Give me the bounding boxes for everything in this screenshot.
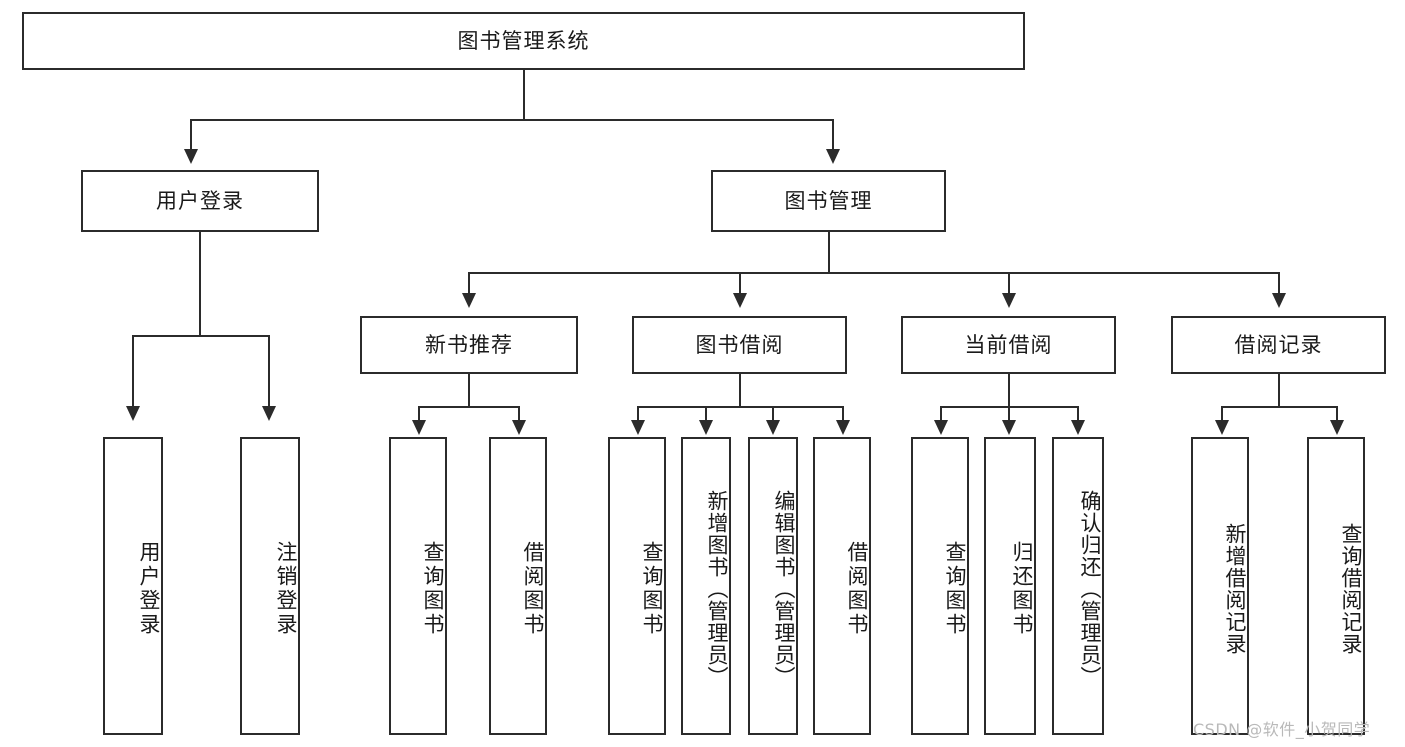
node-leaf-add-book[interactable]: 新增图书（管理员） — [681, 437, 731, 735]
connector-nbr-drop-1 — [418, 406, 420, 422]
node-root[interactable]: 图书管理系统 — [22, 12, 1025, 70]
connector-bm-drop-new-book — [468, 272, 470, 295]
node-leaf-confirm-return[interactable]: 确认归还（管理员） — [1052, 437, 1104, 735]
arrowhead-leaf-edit-book — [766, 420, 780, 435]
node-leaf-query-record[interactable]: 查询借阅记录 — [1307, 437, 1365, 735]
node-current-borrow[interactable]: 当前借阅 — [901, 316, 1116, 374]
connector-root-to-book-manage — [832, 119, 834, 151]
connector-user-login-drop-1 — [132, 335, 134, 408]
connector-nbr-bus — [418, 406, 520, 408]
connector-book-manage-stem — [828, 232, 830, 274]
connector-cb-stem — [1008, 374, 1010, 407]
node-leaf-user-login-label: 用户登录 — [137, 541, 161, 637]
connector-br-bus — [1221, 406, 1338, 408]
node-current-borrow-label: 当前借阅 — [964, 332, 1053, 357]
connector-bb-drop-3 — [772, 406, 774, 422]
connector-root-to-user-login — [190, 119, 192, 151]
node-book-borrow[interactable]: 图书借阅 — [632, 316, 847, 374]
node-borrow-record[interactable]: 借阅记录 — [1171, 316, 1386, 374]
node-new-book-recommend-label: 新书推荐 — [425, 332, 513, 357]
node-leaf-edit-book[interactable]: 编辑图书（管理员） — [748, 437, 798, 735]
arrowhead-new-book-recommend — [462, 293, 476, 308]
node-leaf-logout[interactable]: 注销登录 — [240, 437, 300, 735]
connector-cb-drop-1 — [940, 406, 942, 422]
connector-book-manage-bus — [468, 272, 1280, 274]
arrowhead-leaf-confirm-return — [1071, 420, 1085, 435]
connector-user-login-bus — [132, 335, 269, 337]
node-user-login-label: 用户登录 — [156, 188, 244, 213]
connector-cb-drop-3 — [1077, 406, 1079, 422]
node-leaf-logout-label: 注销登录 — [274, 541, 298, 637]
arrowhead-book-manage — [826, 149, 840, 164]
node-leaf-query-record-label: 查询借阅记录 — [1339, 523, 1363, 655]
arrowhead-leaf-logout — [262, 406, 276, 421]
node-book-manage[interactable]: 图书管理 — [711, 170, 946, 232]
arrowhead-current-borrow — [1002, 293, 1016, 308]
connector-bb-drop-1 — [637, 406, 639, 422]
connector-br-drop-2 — [1336, 406, 1338, 422]
node-leaf-borrow-book-2[interactable]: 借阅图书 — [813, 437, 871, 735]
connector-user-login-drop-2 — [268, 335, 270, 408]
node-new-book-recommend[interactable]: 新书推荐 — [360, 316, 578, 374]
arrowhead-leaf-query-book-2 — [631, 420, 645, 435]
connector-bb-bus — [637, 406, 844, 408]
connector-nbr-stem — [468, 374, 470, 407]
node-leaf-borrow-book-1[interactable]: 借阅图书 — [489, 437, 547, 735]
node-root-label: 图书管理系统 — [457, 28, 590, 53]
node-leaf-borrow-book-1-label: 借阅图书 — [521, 541, 545, 637]
node-leaf-query-book-3[interactable]: 查询图书 — [911, 437, 969, 735]
arrowhead-leaf-query-book-1 — [412, 420, 426, 435]
node-leaf-add-record-label: 新增借阅记录 — [1223, 523, 1247, 655]
connector-bb-drop-4 — [842, 406, 844, 422]
connector-root-stem — [523, 70, 525, 120]
arrowhead-leaf-user-login — [126, 406, 140, 421]
arrowhead-leaf-query-book-3 — [934, 420, 948, 435]
node-leaf-return-book[interactable]: 归还图书 — [984, 437, 1036, 735]
node-leaf-borrow-book-2-label: 借阅图书 — [845, 541, 869, 637]
arrowhead-leaf-query-record — [1330, 420, 1344, 435]
arrowhead-user-login — [184, 149, 198, 164]
arrowhead-leaf-return-book — [1002, 420, 1016, 435]
connector-bb-stem — [739, 374, 741, 407]
node-leaf-edit-book-label: 编辑图书（管理员） — [772, 490, 796, 688]
connector-cb-drop-2 — [1008, 406, 1010, 422]
node-leaf-return-book-label: 归还图书 — [1010, 541, 1034, 637]
connector-bb-drop-2 — [705, 406, 707, 422]
connector-br-stem — [1278, 374, 1280, 407]
arrowhead-leaf-borrow-book-1 — [512, 420, 526, 435]
node-leaf-confirm-return-label: 确认归还（管理员） — [1078, 490, 1102, 688]
connector-nbr-drop-2 — [518, 406, 520, 422]
node-leaf-query-book-1-label: 查询图书 — [421, 541, 445, 637]
node-leaf-add-book-label: 新增图书（管理员） — [705, 490, 729, 688]
connector-bm-drop-borrow-record — [1278, 272, 1280, 295]
connector-user-login-stem — [199, 232, 201, 336]
node-leaf-user-login[interactable]: 用户登录 — [103, 437, 163, 735]
node-leaf-query-book-3-label: 查询图书 — [943, 541, 967, 637]
node-book-borrow-label: 图书借阅 — [695, 332, 784, 357]
arrowhead-borrow-record — [1272, 293, 1286, 308]
connector-root-bus — [190, 119, 834, 121]
connector-br-drop-1 — [1221, 406, 1223, 422]
node-user-login[interactable]: 用户登录 — [81, 170, 319, 232]
node-leaf-query-book-2-label: 查询图书 — [640, 541, 664, 637]
node-leaf-query-book-2[interactable]: 查询图书 — [608, 437, 666, 735]
csdn-watermark: CSDN @软件_小贺同学 — [1193, 720, 1371, 739]
node-leaf-add-record[interactable]: 新增借阅记录 — [1191, 437, 1249, 735]
arrowhead-leaf-borrow-book-2 — [836, 420, 850, 435]
node-leaf-query-book-1[interactable]: 查询图书 — [389, 437, 447, 735]
arrowhead-book-borrow — [733, 293, 747, 308]
node-borrow-record-label: 借阅记录 — [1234, 332, 1323, 357]
arrowhead-leaf-add-book — [699, 420, 713, 435]
connector-bm-drop-book-borrow — [739, 272, 741, 295]
node-book-manage-label: 图书管理 — [784, 188, 873, 213]
arrowhead-leaf-add-record — [1215, 420, 1229, 435]
connector-bm-drop-current-borrow — [1008, 272, 1010, 295]
